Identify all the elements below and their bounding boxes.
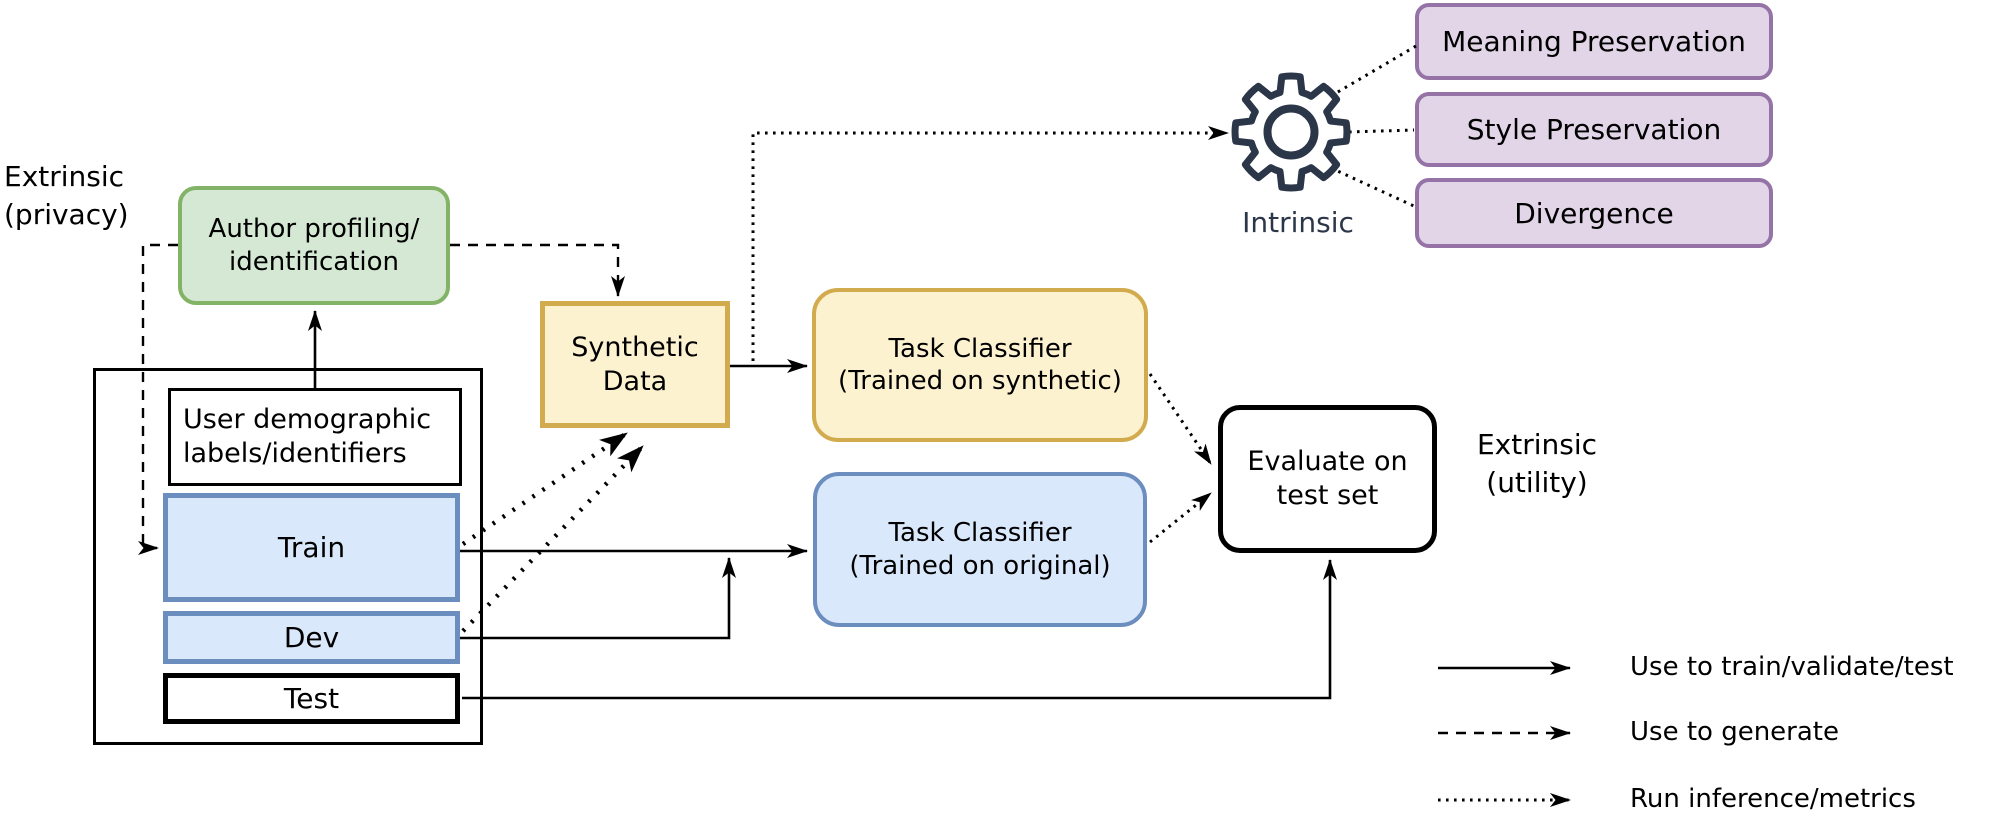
node-evaluate-test-set: Evaluate on test set bbox=[1218, 405, 1437, 553]
node-synthetic-data: Synthetic Data bbox=[540, 301, 730, 428]
arrow-dev-to-synthetic bbox=[461, 444, 645, 633]
arrow-synthetic-classifier-to-evaluate bbox=[1148, 373, 1213, 465]
legend-label-generate: Use to generate bbox=[1630, 717, 1839, 748]
node-author-profiling: Author profiling/ identification bbox=[178, 186, 450, 305]
metric-divergence: Divergence bbox=[1415, 178, 1773, 248]
node-user-demographic: User demographic labels/identifiers bbox=[168, 388, 462, 486]
arrow-author-to-synthetic bbox=[450, 243, 625, 297]
gear-icon bbox=[1231, 72, 1351, 192]
metric-meaning-preservation: Meaning Preservation bbox=[1415, 3, 1773, 80]
intrinsic-label: Intrinsic bbox=[1242, 206, 1354, 239]
node-train: Train bbox=[163, 493, 460, 602]
legend-label-train-validate-test: Use to train/validate/test bbox=[1630, 652, 1954, 683]
arrow-train-to-synthetic bbox=[461, 431, 629, 546]
connector-gear-to-style bbox=[1348, 128, 1415, 134]
node-task-classifier-original: Task Classifier (Trained on original) bbox=[813, 472, 1147, 627]
gear-icon-path bbox=[1231, 72, 1351, 192]
node-task-classifier-synthetic: Task Classifier (Trained on synthetic) bbox=[812, 288, 1148, 442]
connector-gear-to-divergence bbox=[1330, 166, 1417, 209]
legend-label-inference-metrics: Run inference/metrics bbox=[1630, 784, 1916, 815]
extrinsic-utility-label: Extrinsic (utility) bbox=[1476, 428, 1598, 499]
gear-icon-ring bbox=[1263, 104, 1319, 160]
extrinsic-privacy-label: Extrinsic (privacy) bbox=[4, 160, 129, 231]
connector-gear-to-meaning bbox=[1330, 44, 1417, 98]
node-test: Test bbox=[163, 673, 460, 724]
arrow-dev-merge bbox=[460, 557, 736, 640]
node-dev: Dev bbox=[163, 611, 460, 664]
metric-style-preservation: Style Preservation bbox=[1415, 92, 1773, 167]
arrow-original-classifier-to-evaluate bbox=[1149, 491, 1212, 544]
